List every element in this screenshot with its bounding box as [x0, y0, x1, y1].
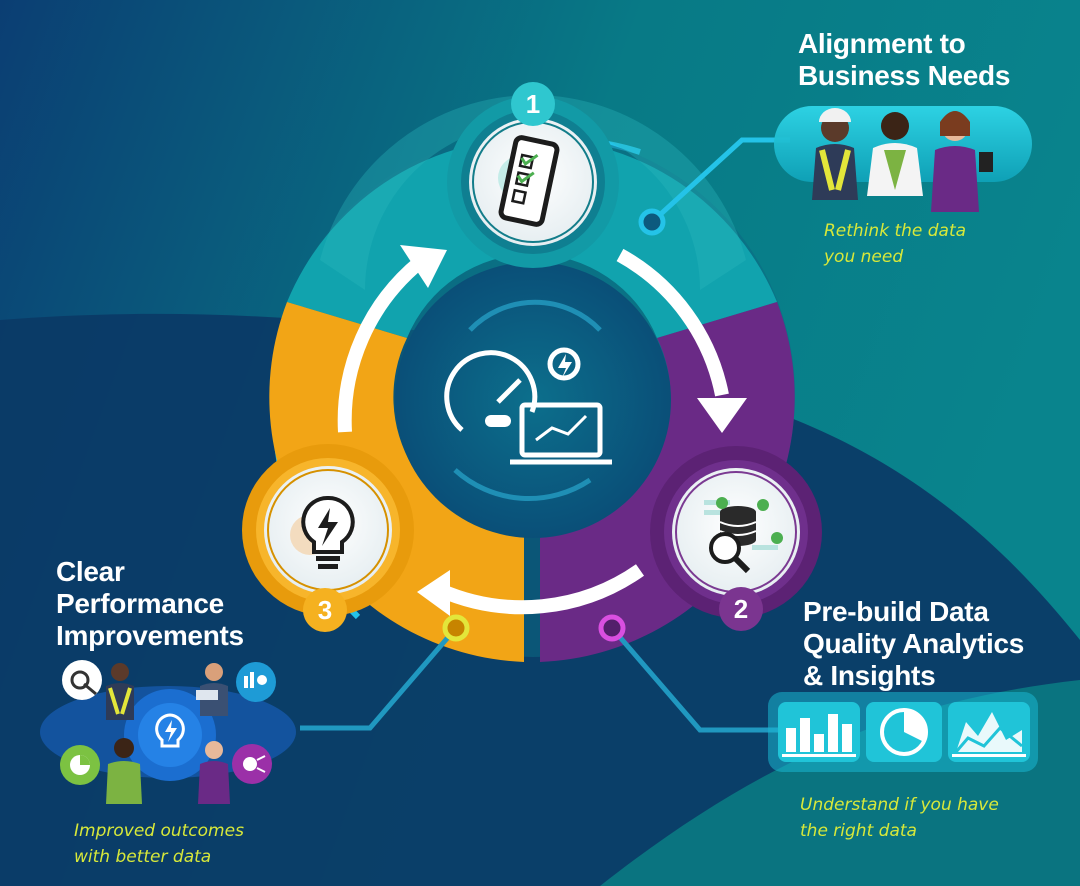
- cycle-arrows: [337, 248, 729, 615]
- worker-figure: [812, 108, 858, 200]
- step-3-caption-line: Improved outcomes: [74, 821, 244, 841]
- manager-figure: [867, 112, 923, 196]
- connector-dot-1: [638, 208, 666, 236]
- outcomes-worker-figure: [106, 663, 134, 720]
- charts-panel: [768, 692, 1038, 772]
- arrow-heads: [400, 245, 747, 616]
- outcomes-reader-figure: [196, 663, 228, 716]
- outcomes-lightbulb-icon: [155, 713, 185, 748]
- speedometer-laptop-icon: [444, 347, 612, 465]
- center-accent-arc-lower: [453, 468, 592, 501]
- step-1-number: 1: [525, 89, 541, 119]
- connector-lines: [300, 137, 790, 733]
- step-3-number: 3: [317, 595, 333, 625]
- step-3-caption-line: with better data: [74, 847, 212, 867]
- step-2-title-line: Quality Analytics: [803, 628, 1025, 659]
- outcomes-panel: [40, 660, 296, 804]
- step-1-caption-line: you need: [824, 247, 904, 267]
- bar-chart-icon: [782, 714, 856, 757]
- pie-bubble-icon: [60, 745, 100, 785]
- step-2-title-line: Pre-build Data: [803, 596, 989, 627]
- step-3-caption: Improved outcomes with better data: [74, 818, 244, 870]
- connector-dot-3: [442, 614, 470, 642]
- businesswoman-figure: [931, 111, 993, 212]
- pie-chart-icon: [880, 708, 928, 756]
- step-2-caption-line: Understand if you have: [800, 795, 999, 815]
- step-3-title-line: Improvements: [56, 620, 244, 651]
- outcomes-woman-figure: [198, 741, 230, 804]
- step-1-caption: Rethink the data you need: [824, 218, 966, 270]
- circuit-icon: [232, 744, 272, 784]
- step-3-title-line: Performance: [56, 588, 224, 619]
- gear-wrench-icon: [62, 660, 102, 700]
- outcomes-caller-figure: [106, 738, 142, 804]
- step-2-title-line: & Insights: [803, 660, 936, 691]
- step-3-title-line: Clear: [56, 556, 125, 587]
- step-2-caption-line: the right data: [800, 821, 917, 841]
- database-magnifier-icon: [704, 497, 783, 574]
- lightbulb-icon: [290, 495, 355, 569]
- center-accent-arc: [468, 299, 602, 332]
- step-1-title-line: Business Needs: [798, 60, 1011, 91]
- connector-dot-2: [598, 614, 626, 642]
- smartphone-checklist-icon: [498, 135, 560, 227]
- step-2-number: 2: [733, 594, 749, 624]
- step-1-title: Alignment to Business Needs: [798, 28, 1010, 92]
- step-3-title: Clear Performance Improvements: [56, 556, 244, 652]
- step-1-title-line: Alignment to: [798, 28, 966, 59]
- step-1-caption-line: Rethink the data: [824, 221, 967, 241]
- people-panel: [774, 106, 1032, 212]
- report-chart-icon: [236, 662, 276, 702]
- step-2-caption: Understand if you have the right data: [800, 792, 999, 844]
- step-2-title: Pre-build Data Quality Analytics & Insig…: [803, 596, 1024, 692]
- area-chart-icon: [952, 712, 1026, 757]
